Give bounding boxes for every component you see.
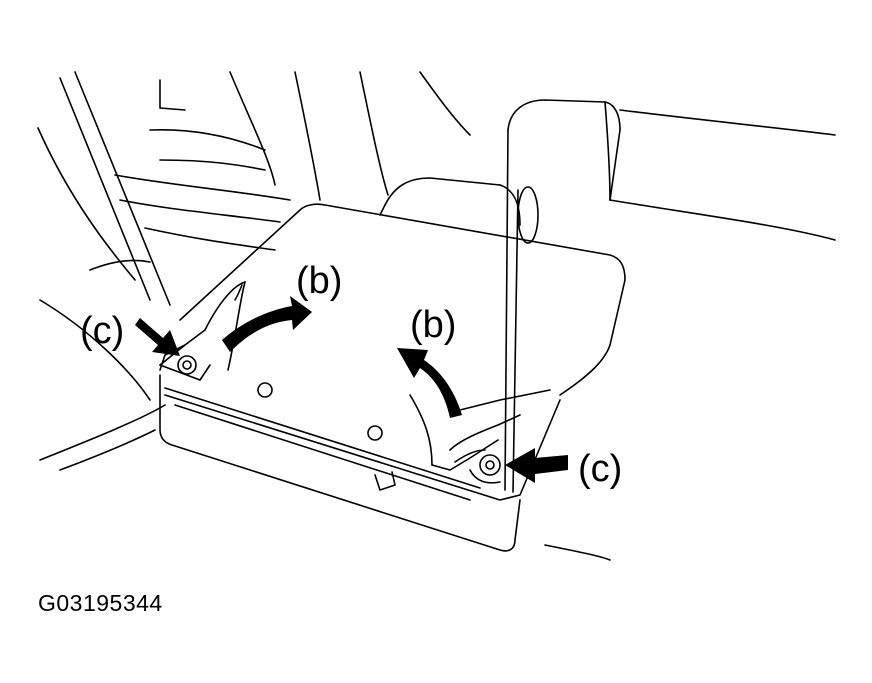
- arrow-b-right: [397, 348, 462, 418]
- right-bracket: [409, 394, 521, 471]
- bolt-right: [469, 454, 501, 484]
- arrow-b-left: [222, 296, 312, 352]
- callout-c-left: (c): [80, 310, 125, 352]
- figure-code: G03195344: [38, 590, 163, 616]
- arrow-c-left: [135, 318, 180, 356]
- arrow-c-right: [505, 448, 568, 483]
- interior-background-lines: [37, 71, 471, 471]
- cover-body: [159, 203, 626, 552]
- seat-belt-guide: [504, 99, 836, 561]
- cylinder-part: [379, 177, 539, 244]
- callout-b-right: (b): [410, 304, 457, 346]
- left-bracket: [159, 281, 246, 381]
- callout-c-right: (c): [578, 448, 623, 490]
- callout-b-left: (b): [296, 260, 343, 302]
- bolt-left: [177, 355, 197, 375]
